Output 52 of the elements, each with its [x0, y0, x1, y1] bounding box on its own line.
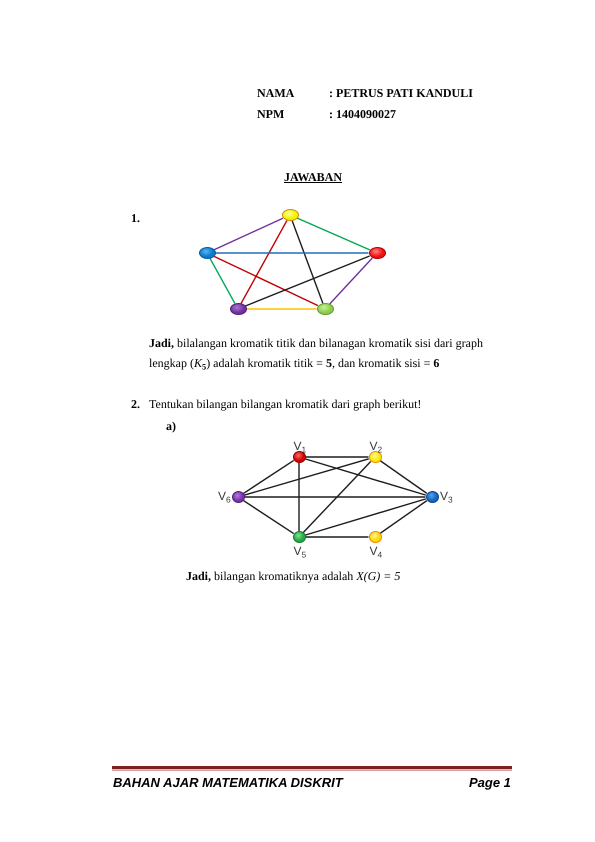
answer-text: Jadi, bilalangan kromatik titik dan bilanagan kromatik sisi dari graph lengkap (K$_{5}$) adalah kromatik titik = 5, dan kromatik sisi = 6 — [149, 335, 484, 373]
graph-edge — [244, 496, 426, 498]
header-field-label: NAMA — [257, 86, 294, 100]
graph-edge — [380, 460, 428, 494]
vertex-dot — [292, 531, 306, 543]
vertex-dot — [230, 303, 246, 315]
vertex-label: V$_{4}$ — [370, 545, 382, 558]
vertex-label: V$_{5}$ — [294, 545, 306, 558]
graph-edge — [242, 500, 294, 534]
graph-edge — [209, 258, 236, 304]
graph-edge — [298, 463, 300, 531]
question-number: 2. — [131, 397, 140, 411]
header-field-value: : PETRUS PATI KANDULI — [329, 86, 473, 100]
vertex-dot — [316, 303, 334, 315]
graph-edge — [240, 220, 288, 304]
vertex-dot — [232, 491, 244, 503]
graph-edge — [216, 252, 368, 254]
vertex-dot — [426, 491, 438, 503]
vertex-dot — [368, 531, 382, 543]
vertex-dot — [368, 247, 386, 259]
graph-edge — [214, 256, 318, 306]
graph-edge — [292, 220, 324, 304]
header-field-label: NPM — [257, 107, 284, 121]
graph-edge — [304, 458, 426, 496]
vertex-dot — [368, 451, 382, 463]
vertex-label: V$_{3}$ — [440, 490, 453, 503]
graph-edge — [380, 500, 428, 534]
vertex-dot — [198, 247, 216, 259]
graph-edge — [246, 308, 316, 310]
vertex-dot — [292, 451, 306, 463]
page-number: Page 1 — [469, 775, 511, 790]
question-text: Tentukan bilangan bilangan kromatik dari graph berikut! — [149, 397, 422, 411]
footer-title: BAHAN AJAR MATEMATIKA DISKRIT — [113, 775, 343, 790]
vertex-label: V$_{6}$ — [218, 490, 231, 503]
answer-text: Jadi, bilangan kromatiknya adalah X(G) = 5 — [186, 569, 400, 583]
vertex-label: V$_{1}$ — [294, 440, 306, 453]
graph-edge — [306, 536, 368, 538]
question-number: 1. — [131, 211, 140, 225]
vertex-label: V$_{2}$ — [370, 440, 382, 453]
header-field-value: : 1404090027 — [329, 107, 396, 121]
vertex-dot — [282, 209, 298, 221]
graph-edge — [245, 255, 370, 307]
sub-question-label: a) — [166, 419, 176, 433]
graph-edge — [306, 456, 368, 458]
graph-edge — [329, 258, 373, 304]
graph-edge — [242, 460, 294, 494]
graph-edge — [302, 461, 372, 533]
graph-edge — [296, 218, 370, 250]
graph-edge — [244, 458, 369, 496]
graph-edge — [304, 498, 426, 536]
section-heading: JAWABAN — [284, 170, 342, 184]
graph-edge — [214, 218, 284, 250]
